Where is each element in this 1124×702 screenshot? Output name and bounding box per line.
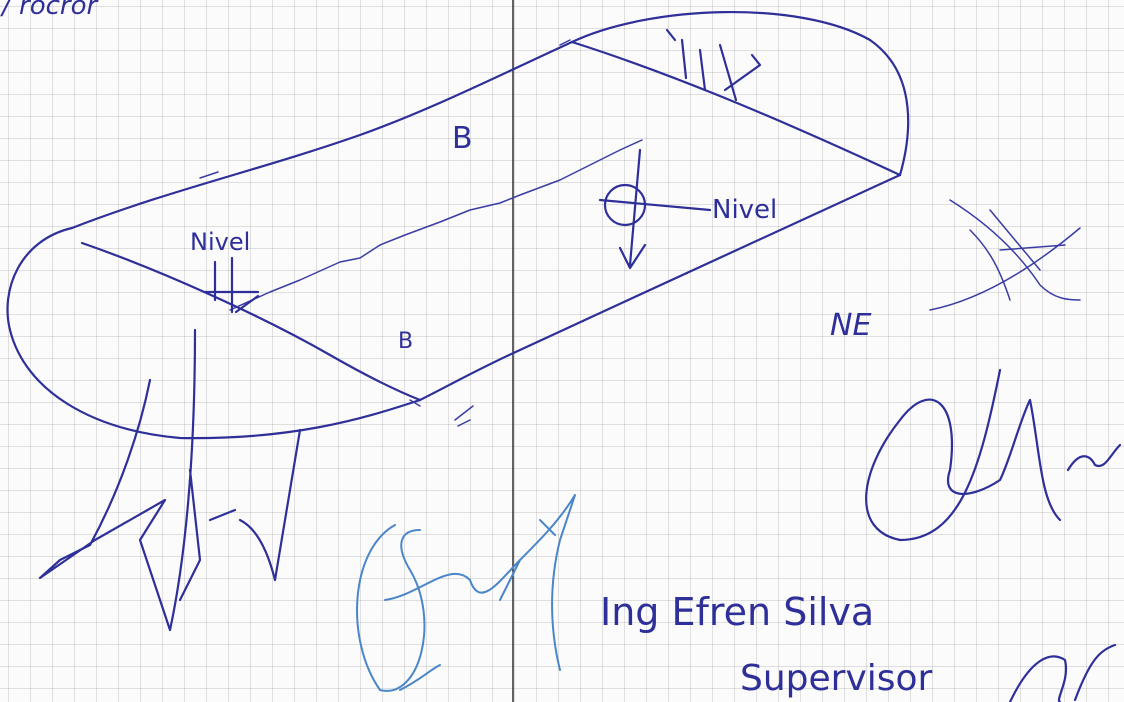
zone-a-label: B	[452, 121, 473, 156]
level-marker-right: Nivel	[598, 148, 777, 270]
tank-front-edge	[80, 241, 422, 402]
zone-b-label: B	[398, 329, 413, 354]
tank-left-loop	[6, 226, 422, 440]
tank-right-top-edge	[570, 40, 902, 177]
level-symbol-top-right	[665, 28, 762, 102]
compass-lines	[969, 209, 1066, 301]
level-target-lines	[598, 148, 712, 270]
level-symbol-left	[203, 256, 260, 314]
tank-crest-line	[229, 139, 643, 311]
signature-middle-strokes	[384, 494, 576, 671]
signature-middle	[356, 494, 576, 692]
signature-middle-tail	[399, 664, 441, 691]
tank-outline-drawing	[6, 11, 910, 440]
tank-bottom-right-edge	[418, 173, 902, 402]
edge-tick-3	[454, 405, 474, 427]
tank-right-cap	[570, 11, 910, 177]
author-role: Supervisor	[740, 658, 933, 699]
level-label-right: Nivel	[712, 195, 777, 225]
level-label-left: Nivel	[190, 228, 250, 256]
north-arrow-sketch: NE	[830, 199, 1081, 343]
top-fragment-text: / rocror	[0, 0, 100, 21]
compass-line-1	[929, 227, 1081, 311]
edge-tick-1	[199, 171, 219, 179]
initial-mark	[1008, 643, 1117, 702]
edge-tick-2	[409, 399, 421, 407]
signature-right	[865, 368, 1122, 542]
tank-top-edge	[70, 40, 574, 230]
edge-tick-4	[559, 39, 571, 46]
compass-curve-1	[949, 199, 1081, 301]
signature-middle-loop	[356, 524, 426, 692]
author-name: Ing Efren Silva	[600, 590, 874, 634]
level-marker-left: Nivel	[190, 228, 260, 314]
north-label: NE	[830, 308, 871, 343]
signature-left	[38, 328, 302, 632]
level-target-circle	[603, 183, 647, 227]
level-marker-top-right	[665, 28, 762, 102]
